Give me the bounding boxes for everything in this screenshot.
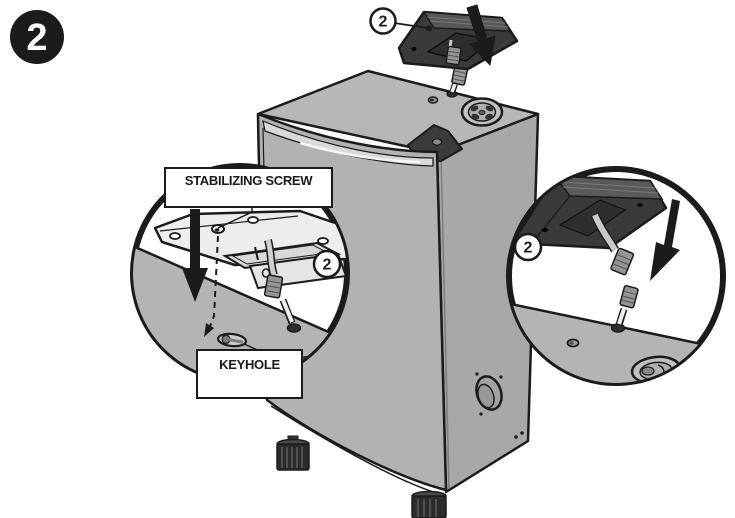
left-detail-callout-number: 2 xyxy=(323,257,332,274)
down-arrow-icon xyxy=(650,199,680,281)
step-badge: 2 xyxy=(10,10,64,64)
callout-left-detail: 2 xyxy=(312,249,342,279)
detail-surface xyxy=(509,303,723,383)
part-callout-number: 2 xyxy=(379,14,388,31)
down-arrow-icon xyxy=(466,4,496,66)
keyhole-graphic xyxy=(216,332,248,348)
part-cable-connector xyxy=(590,213,635,276)
tower-part xyxy=(397,10,519,71)
cabinet-top-face xyxy=(256,69,540,155)
part-wire-connector xyxy=(445,39,462,66)
surface-screw-hole xyxy=(566,338,580,348)
top-wire-connector xyxy=(446,65,469,98)
surface-wire-connector xyxy=(610,284,639,333)
side-tap-hole xyxy=(475,372,503,416)
keyhole-label-text: KEYHOLE xyxy=(219,357,280,372)
leveling-foot-right xyxy=(411,490,447,518)
keyhole-label: KEYHOLE xyxy=(196,349,303,399)
detail-wire-connector xyxy=(263,238,302,333)
top-screw-hole xyxy=(427,96,439,104)
step-number: 2 xyxy=(26,17,47,59)
vent-cap xyxy=(460,97,504,127)
stabilizing-screw-label-text: STABILIZING SCREW xyxy=(185,173,314,188)
stabilizing-screw-label: STABILIZING SCREW xyxy=(164,167,333,208)
left-detail-circle: 2 STABILIZING SCREW KEYHOLE xyxy=(130,163,350,399)
down-arrow-icon xyxy=(182,209,208,302)
right-detail-circle: 2 xyxy=(506,166,726,386)
right-detail-callout-number: 2 xyxy=(524,240,533,257)
callout-right-detail: 2 xyxy=(513,232,543,262)
callout-part: 2 xyxy=(369,7,432,35)
alignment-dashed-arrow xyxy=(204,235,219,337)
leveling-foot-left xyxy=(276,435,310,471)
